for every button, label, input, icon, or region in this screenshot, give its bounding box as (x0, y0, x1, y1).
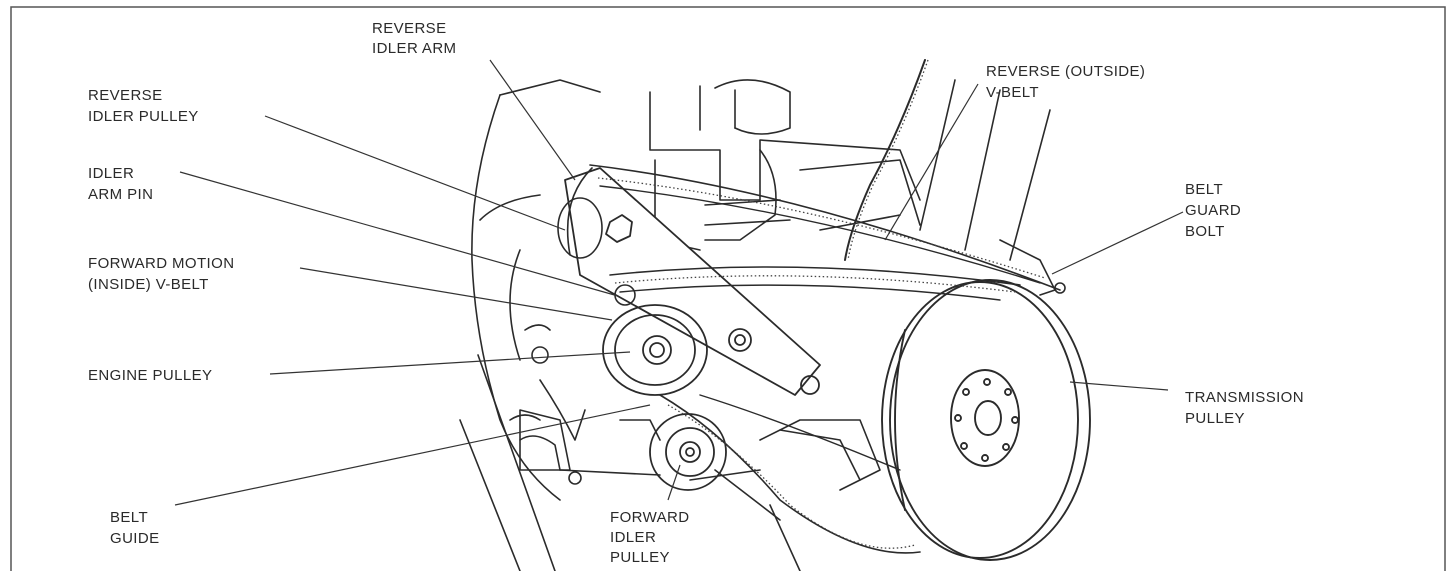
label-idler-arm-pin: IDLER ARM PIN (88, 165, 153, 203)
label-engine-pulley: ENGINE PULLEY (88, 367, 212, 384)
transmission-pulley (881, 279, 1091, 561)
reverse-outside-v-belt (566, 164, 1061, 291)
engine-housing (459, 79, 1051, 571)
reverse-idler-pulley (557, 197, 603, 259)
forward-motion-inside-v-belt (609, 266, 1021, 554)
label-reverse-outside-v-belt: REVERSE (OUTSIDE) V-BELT (986, 63, 1150, 101)
label-forward-motion-inside-v-belt: FORWARD MOTION (INSIDE) V-BELT (88, 255, 239, 293)
belt-guide (519, 435, 561, 471)
forward-idler-pulley (649, 413, 727, 491)
leader-lines (174, 59, 1184, 506)
label-transmission-pulley: TRANSMISSION PULLEY (1185, 389, 1309, 427)
reverse-idler-arm (564, 167, 821, 396)
label-reverse-idler-arm: REVERSE IDLER ARM (372, 20, 456, 57)
label-forward-idler-pulley: FORWARD IDLER PULLEY (610, 509, 694, 566)
engine-pulley (602, 304, 708, 396)
label-belt-guard-bolt: BELT GUARD BOLT (1185, 181, 1246, 240)
control-cable (844, 59, 926, 261)
label-reverse-idler-pulley: REVERSE IDLER PULLEY (88, 87, 199, 125)
label-belt-guide: BELT GUIDE (110, 509, 160, 547)
belt-guard-bolt (999, 239, 1066, 296)
diagram-frame (10, 6, 1446, 571)
